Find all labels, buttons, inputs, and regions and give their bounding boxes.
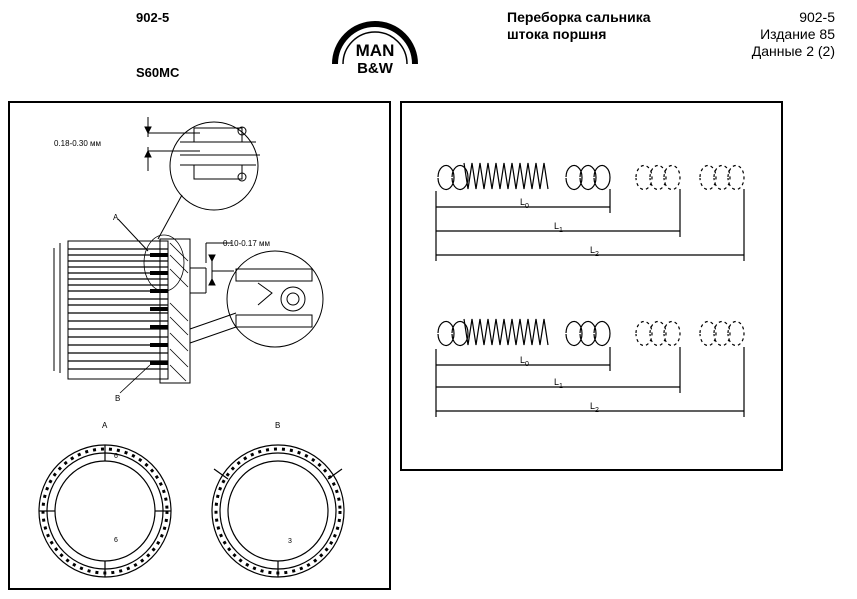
document-code: 902-5 — [136, 10, 170, 25]
clearance-top-label: 0.18-0.30 мм — [54, 139, 101, 148]
title-line-2: штока поршня — [507, 26, 607, 42]
document-title: Переборка сальника штока поршня — [507, 9, 651, 43]
clearance-right-label: 0.10-0.17 мм — [223, 239, 270, 248]
stuffing-box-drawing: A — [38, 117, 345, 578]
spring-length-drawing-panel: L0 L1 L2 L0 L1 L2 — [400, 101, 783, 471]
data-page: Данные 2 (2) — [751, 43, 835, 59]
dim-l1-lower: L1 — [554, 377, 563, 390]
dim-l2-upper: L2 — [590, 245, 599, 258]
man-bw-logo: MAN B&W — [332, 21, 418, 77]
ring-a-gap-bottom: 6 — [114, 537, 118, 544]
engine-model: S60MC — [136, 65, 180, 80]
ring-b-gap: 3 — [288, 538, 292, 545]
ring-a-gap-top: 6 — [114, 453, 118, 460]
dim-l1-upper: L1 — [554, 221, 563, 234]
dim-l0-upper: L0 — [520, 197, 529, 210]
stuffing-box-drawing-panel: A — [8, 101, 391, 590]
edition: Издание 85 — [760, 26, 835, 42]
ring-b-label: B — [275, 421, 280, 430]
spring-length-drawing: L0 L1 L2 L0 L1 L2 — [435, 162, 745, 417]
dim-l0-lower: L0 — [520, 355, 529, 368]
label-b: B — [115, 394, 120, 403]
ring-a-label: A — [102, 421, 108, 430]
logo-line2: B&W — [357, 60, 394, 77]
dim-l2-lower: L2 — [590, 401, 599, 414]
title-line-1: Переборка сальника — [507, 9, 651, 25]
logo-line1: MAN — [356, 41, 395, 60]
document-meta: 902-5 Издание 85 Данные 2 (2) — [752, 9, 835, 60]
meta-code: 902-5 — [799, 9, 835, 25]
label-a: A — [113, 213, 119, 222]
